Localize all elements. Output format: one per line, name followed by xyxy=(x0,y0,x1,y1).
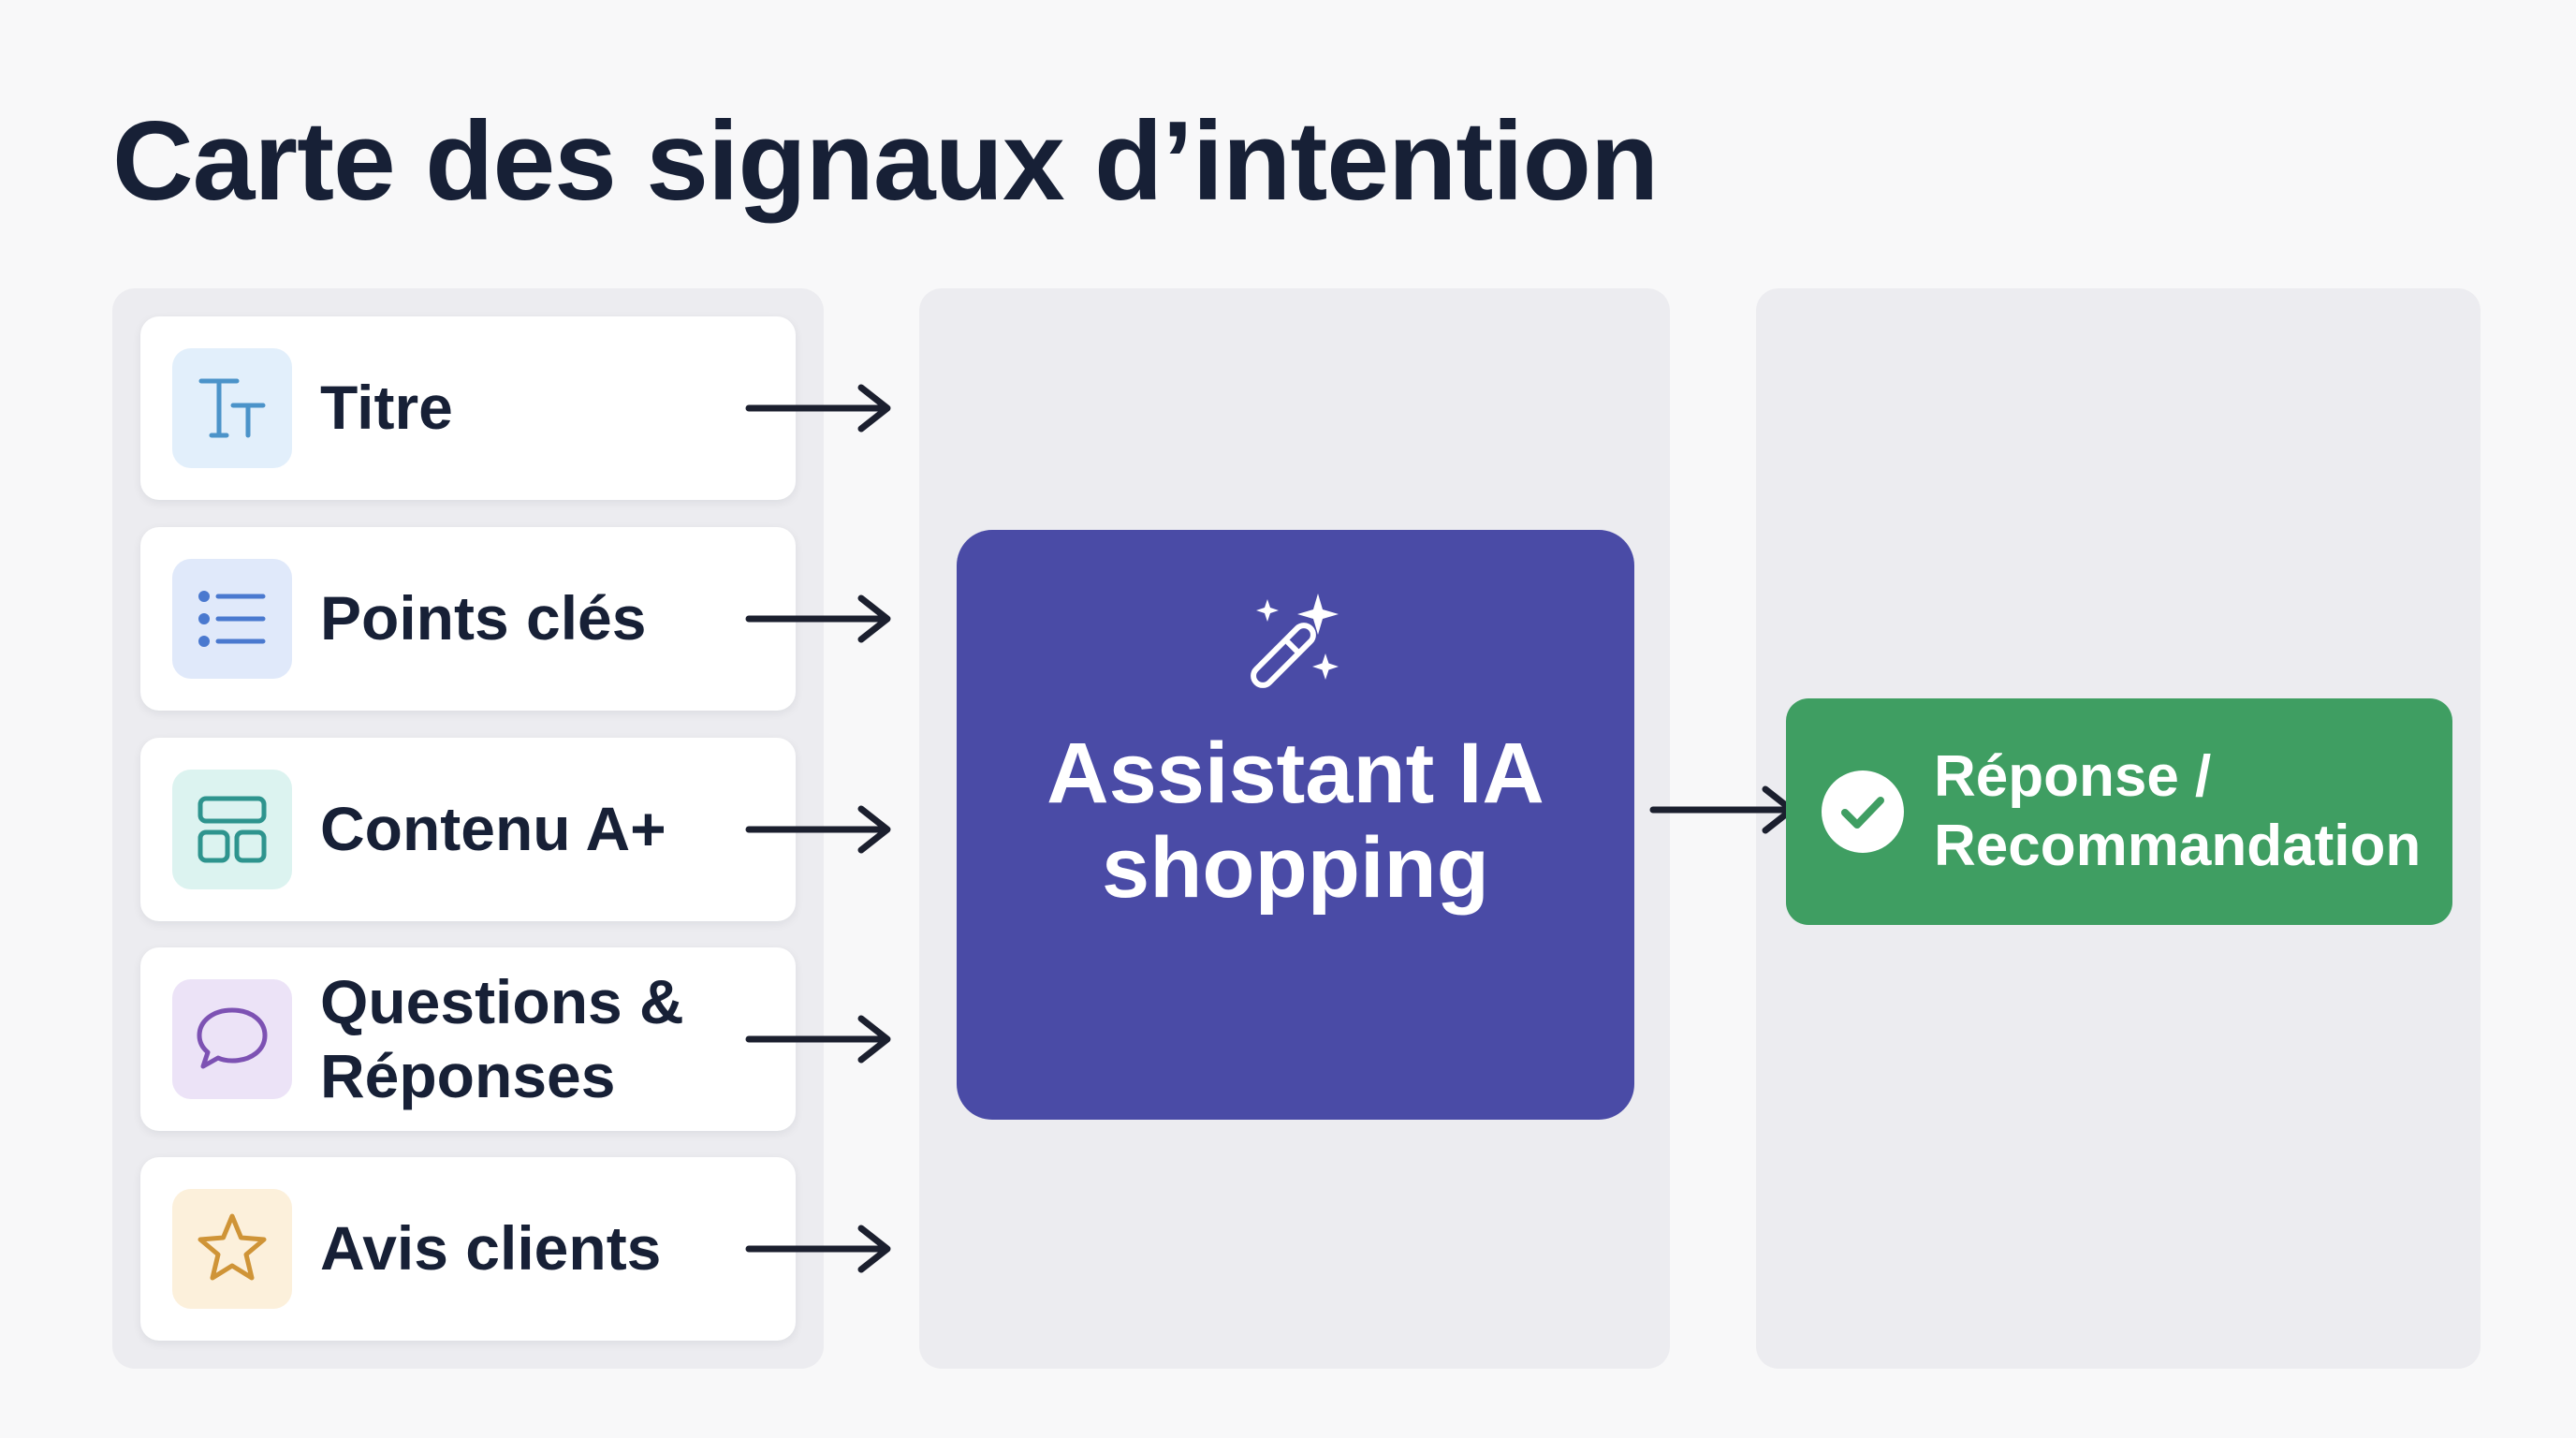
signal-label: Titre xyxy=(320,373,453,443)
signal-card-points-cles: Points clés xyxy=(140,527,796,711)
arrow-avis xyxy=(745,1225,891,1273)
signal-card-titre: Titre xyxy=(140,316,796,500)
layout-grid-icon xyxy=(172,770,292,889)
signal-label: Avis clients xyxy=(320,1213,662,1284)
signal-label: Questions & Réponses xyxy=(320,966,684,1110)
arrow-contenu xyxy=(745,805,891,854)
assistant-label: Assistant IA shopping xyxy=(1046,726,1544,917)
chat-bubble-icon xyxy=(172,979,292,1099)
arrow-points-cles xyxy=(745,594,891,643)
check-circle-icon xyxy=(1822,770,1904,853)
text-size-icon xyxy=(172,348,292,468)
response-label: Réponse / Recommandation xyxy=(1934,743,2422,878)
arrow-assistant-response xyxy=(1649,785,1795,834)
signal-card-avis: Avis clients xyxy=(140,1157,796,1341)
star-icon xyxy=(172,1189,292,1309)
magic-wand-icon xyxy=(1251,594,1339,688)
list-icon xyxy=(172,559,292,679)
signal-label: Points clés xyxy=(320,583,647,653)
signal-card-contenu: Contenu A+ xyxy=(140,738,796,921)
assistant-box: Assistant IA shopping xyxy=(957,530,1634,1120)
signal-card-questions: Questions & Réponses xyxy=(140,947,796,1131)
signal-label: Contenu A+ xyxy=(320,794,666,864)
page-title: Carte des signaux d’intention xyxy=(112,98,1659,224)
arrow-titre xyxy=(745,384,891,433)
response-box: Réponse / Recommandation xyxy=(1786,698,2452,925)
arrow-questions xyxy=(745,1015,891,1064)
